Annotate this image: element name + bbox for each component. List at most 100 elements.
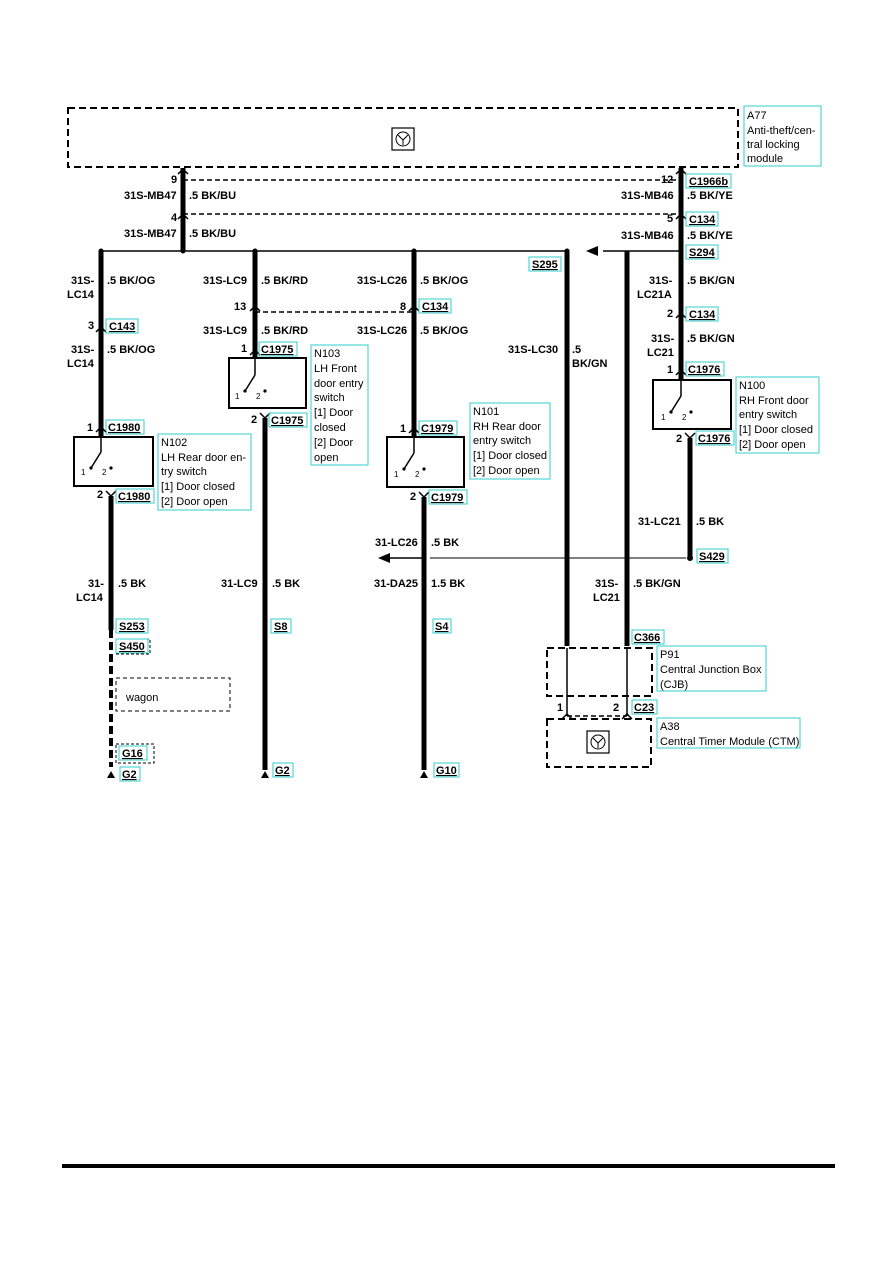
connector-c1980-bottom: C1980 [118, 491, 150, 503]
ground-g2-symbol-mid [261, 771, 269, 778]
splice-s8: S8 [274, 621, 287, 633]
svg-text:1: 1 [235, 392, 240, 401]
connector-c1975-top: C1975 [261, 344, 293, 356]
svg-text:1: 1 [394, 470, 399, 479]
wire-label-lc21b-2: LC21 [647, 347, 674, 359]
pin-4: 4 [171, 212, 178, 224]
n103-desc-7: open [314, 452, 338, 464]
switch-n102-body [73, 436, 154, 487]
wire-spec-lc21a: .5 BK/GN [687, 275, 735, 287]
wire-spec-da25: 1.5 BK [431, 578, 465, 590]
n100-ref: N100 [739, 380, 765, 392]
wire-spec-lc9-bk: .5 BK [272, 578, 300, 590]
wire-label-lc9-a: 31S-LC9 [203, 275, 247, 287]
n103-desc-4: [1] Door [314, 407, 353, 419]
a38-ref: A38 [660, 721, 680, 733]
splice-s253: S253 [119, 621, 145, 633]
wire-spec-lc14-bk: .5 BK [118, 578, 146, 590]
wire-label-lc14-bk1: 31- [88, 578, 104, 590]
ground-g2-mid: G2 [275, 765, 290, 777]
n101-label-box [469, 402, 551, 480]
svg-text:2: 2 [415, 470, 420, 479]
n101-desc-2: entry switch [473, 435, 531, 447]
wire-label-lc21c-2: LC21 [593, 592, 620, 604]
wire-label-lc21a-1: 31S- [649, 275, 673, 287]
wire-label-lc9-bk: 31-LC9 [221, 578, 258, 590]
wire-label-lc21-bk: 31-LC21 [638, 516, 681, 528]
splice-s450: S450 [119, 641, 145, 653]
pin-n102-2: 2 [97, 489, 103, 501]
pin-c134-2: 2 [667, 308, 673, 320]
wire-label-lc21a-2: LC21A [637, 289, 672, 301]
wire-spec-lc9-b: .5 BK/RD [261, 325, 308, 337]
wire-spec-lc21b: .5 BK/GN [687, 333, 735, 345]
pin-3: 3 [88, 320, 94, 332]
n103-desc-6: [2] Door [314, 437, 353, 449]
connector-c1980-top: C1980 [108, 422, 140, 434]
n100-desc-2: entry switch [739, 409, 797, 421]
ground-g2-symbol-left [107, 771, 115, 778]
n100-desc-1: RH Front door [739, 395, 809, 407]
connector-c143: C143 [109, 321, 135, 333]
wire-label-mb46-a: 31S-MB46 [621, 190, 674, 202]
wire-label-da25: 31-DA25 [374, 578, 418, 590]
wire-spec-mb47-a: .5 BK/BU [189, 190, 236, 202]
pin-n103-1: 1 [241, 343, 247, 355]
pin-9: 9 [171, 174, 177, 186]
svg-text:1: 1 [661, 413, 666, 422]
a77-desc-3: module [747, 153, 783, 165]
switch-n102-symbol: 1 2 [81, 437, 113, 477]
connector-c23: C23 [634, 702, 654, 714]
splice-s4: S4 [435, 621, 449, 633]
wire-label-lc21b-1: 31S- [651, 333, 675, 345]
wire-spec-lc21c: .5 BK/GN [633, 578, 681, 590]
a77-ref: A77 [747, 110, 767, 122]
connector-c1979-top: C1979 [421, 423, 453, 435]
wire-spec-mb46-a: .5 BK/YE [687, 190, 733, 202]
svg-text:2: 2 [256, 392, 261, 401]
ground-g16: G16 [122, 748, 143, 760]
wagon-label: wagon [125, 692, 158, 704]
p91-desc-1: Central Junction Box [660, 664, 762, 676]
connector-c1976-bottom: C1976 [698, 433, 730, 445]
pin-c23-2: 2 [613, 702, 619, 714]
wagon-variant-box [115, 677, 231, 712]
n102-desc-3: [1] Door closed [161, 481, 235, 493]
splice-s429: S429 [699, 551, 725, 563]
ecu-icon-ctm [586, 730, 610, 754]
wire-label-lc26-b: 31S-LC26 [357, 325, 407, 337]
ground-g2-left: G2 [122, 769, 137, 781]
pin-12: 12 [661, 174, 673, 186]
n103-label-box [310, 344, 369, 466]
connector-c1975-bottom: C1975 [271, 415, 303, 427]
n103-desc-1: LH Front [314, 363, 357, 375]
n100-desc-3: [1] Door closed [739, 424, 813, 436]
wire-label-mb46-b: 31S-MB46 [621, 230, 674, 242]
wire-spec-mb46-b: .5 BK/YE [687, 230, 733, 242]
pin-n101-1: 1 [400, 423, 406, 435]
pin-8: 8 [400, 301, 406, 313]
pin-n101-2: 2 [410, 491, 416, 503]
splice-s295: S295 [532, 259, 558, 271]
wire-spec-mb47-b: .5 BK/BU [189, 228, 236, 240]
wire-spec-lc30-1: .5 [572, 344, 581, 356]
wire-label-mb47-a: 31S-MB47 [124, 190, 177, 202]
n101-desc-4: [2] Door open [473, 465, 540, 477]
a38-label-box [656, 717, 801, 749]
wire-label-lc14-a2: LC14 [67, 289, 95, 301]
n101-desc-3: [1] Door closed [473, 450, 547, 462]
n103-desc-2: door entry [314, 378, 364, 390]
wire-spec-lc26-bk: .5 BK [431, 537, 459, 549]
p91-cjb-box [546, 647, 653, 697]
switch-n103-symbol: 1 2 [235, 358, 267, 401]
a77-label-box [743, 105, 822, 167]
a38-ctm-box [546, 718, 652, 768]
a38-desc-1: Central Timer Module (CTM) [660, 736, 799, 748]
a77-module-box [67, 107, 739, 168]
lc26-arrow [378, 553, 390, 563]
switch-n100-body [652, 379, 732, 430]
connector-c134-mid: C134 [422, 301, 449, 313]
switch-n103-body [228, 357, 307, 409]
wire-label-lc26-a: 31S-LC26 [357, 275, 407, 287]
